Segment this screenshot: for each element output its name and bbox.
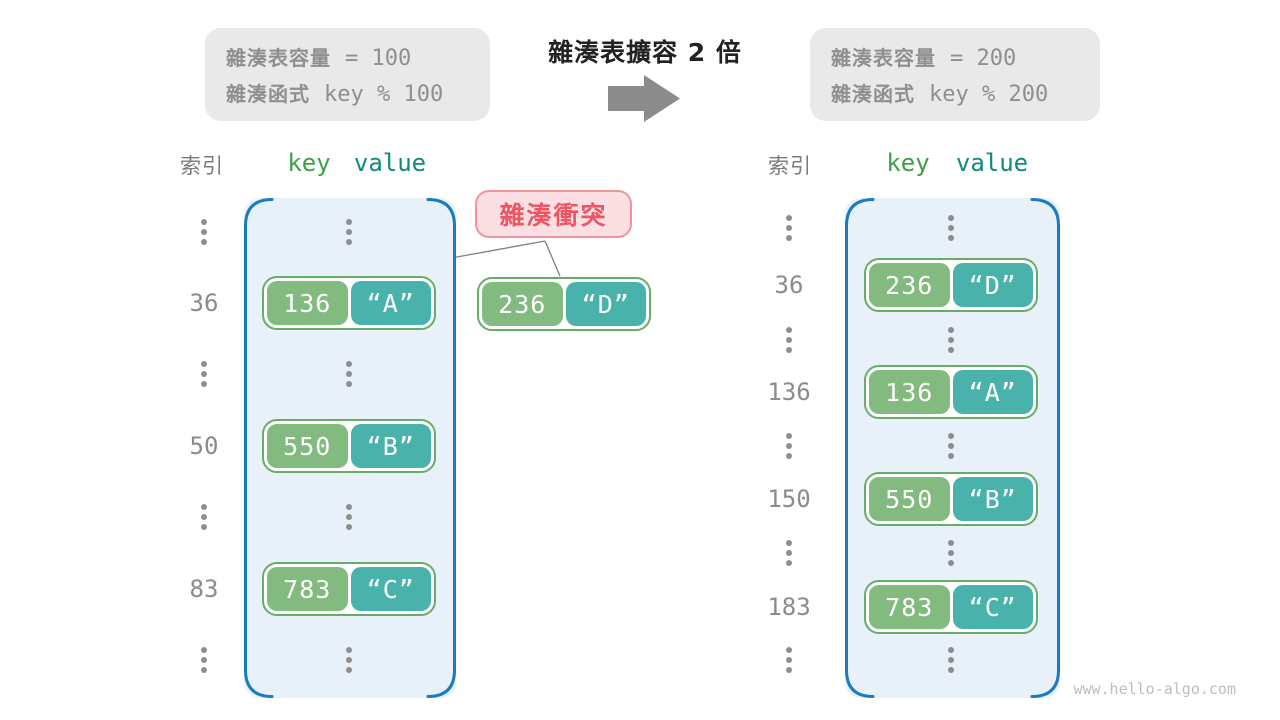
- ellipsis-icon: [864, 327, 1038, 353]
- capacity-label: 雜湊表容量: [831, 46, 936, 70]
- key-cell: 236: [869, 263, 950, 307]
- ellipsis-icon: [759, 540, 819, 566]
- ellipsis-icon: [759, 327, 819, 353]
- capacity-value: = 100: [345, 46, 412, 71]
- capacity-line: 雜湊表容量 = 100: [226, 42, 490, 71]
- key-value-pair: 550 “B”: [864, 472, 1038, 526]
- capacity-value: = 200: [950, 46, 1017, 71]
- index-label: 150: [767, 485, 811, 513]
- table-bracket-border: [244, 198, 456, 698]
- key-cell: 550: [869, 477, 950, 521]
- index-label: 50: [189, 432, 219, 460]
- key-cell: 783: [267, 567, 348, 611]
- ellipsis-icon: [262, 504, 436, 530]
- value-cell: “A”: [952, 370, 1033, 414]
- ellipsis-icon: [174, 219, 234, 245]
- ellipsis-icon: [262, 361, 436, 387]
- key-cell: 136: [267, 281, 348, 325]
- ellipsis-icon: [262, 219, 436, 245]
- capacity-line: 雜湊表容量 = 200: [831, 42, 1100, 71]
- key-value-pair-colliding: 236 “D”: [477, 277, 651, 331]
- right-key-header: key: [886, 149, 930, 177]
- ellipsis-icon: [864, 540, 1038, 566]
- ellipsis-icon: [864, 433, 1038, 459]
- key-value-pair: 783 “C”: [864, 580, 1038, 634]
- key-cell: 236: [482, 282, 563, 326]
- value-cell: “D”: [952, 263, 1033, 307]
- ellipsis-icon: [174, 361, 234, 387]
- right-index-header: 索引: [768, 154, 812, 178]
- right-arrow-icon: [608, 75, 680, 122]
- key-value-pair: 550 “B”: [262, 419, 436, 473]
- key-value-pair: 136 “A”: [864, 365, 1038, 419]
- site-watermark: www.hello-algo.com: [1073, 680, 1236, 698]
- key-value-pair: 136 “A”: [262, 276, 436, 330]
- hash-function-value: key % 200: [929, 82, 1049, 107]
- before-capacity-box: 雜湊表容量 = 100 雜湊函式 key % 100: [205, 28, 490, 121]
- value-cell: “C”: [350, 567, 431, 611]
- hash-function-line: 雜湊函式 key % 200: [831, 78, 1100, 107]
- transition-title: 雜湊表擴容 2 倍: [548, 38, 742, 67]
- ellipsis-icon: [864, 647, 1038, 673]
- table-bracket-border: [845, 198, 1060, 698]
- index-label: 36: [189, 289, 219, 317]
- ellipsis-icon: [174, 647, 234, 673]
- index-label: 136: [767, 378, 811, 406]
- hash-function-label: 雜湊函式: [831, 82, 915, 106]
- key-cell: 136: [869, 370, 950, 414]
- capacity-label: 雜湊表容量: [226, 46, 331, 70]
- value-cell: “C”: [952, 585, 1033, 629]
- key-cell: 783: [869, 585, 950, 629]
- ellipsis-icon: [864, 215, 1038, 241]
- key-cell: 550: [267, 424, 348, 468]
- value-cell: “D”: [565, 282, 646, 326]
- ellipsis-icon: [759, 433, 819, 459]
- left-index-header: 索引: [180, 154, 224, 178]
- ellipsis-icon: [262, 647, 436, 673]
- value-cell: “A”: [350, 281, 431, 325]
- value-cell: “B”: [350, 424, 431, 468]
- index-label: 83: [189, 575, 219, 603]
- ellipsis-icon: [759, 647, 819, 673]
- ellipsis-icon: [174, 504, 234, 530]
- left-key-header: key: [287, 149, 331, 177]
- hash-function-label: 雜湊函式: [226, 82, 310, 106]
- after-capacity-box: 雜湊表容量 = 200 雜湊函式 key % 200: [810, 28, 1100, 121]
- hash-collision-badge: 雜湊衝突: [475, 190, 632, 238]
- hash-function-value: key % 100: [324, 82, 444, 107]
- right-value-header: value: [955, 149, 1029, 177]
- index-label: 183: [767, 593, 811, 621]
- value-cell: “B”: [952, 477, 1033, 521]
- left-value-header: value: [353, 149, 427, 177]
- key-value-pair: 783 “C”: [262, 562, 436, 616]
- index-label: 36: [774, 271, 804, 299]
- ellipsis-icon: [759, 215, 819, 241]
- hash-function-line: 雜湊函式 key % 100: [226, 78, 490, 107]
- key-value-pair: 236 “D”: [864, 258, 1038, 312]
